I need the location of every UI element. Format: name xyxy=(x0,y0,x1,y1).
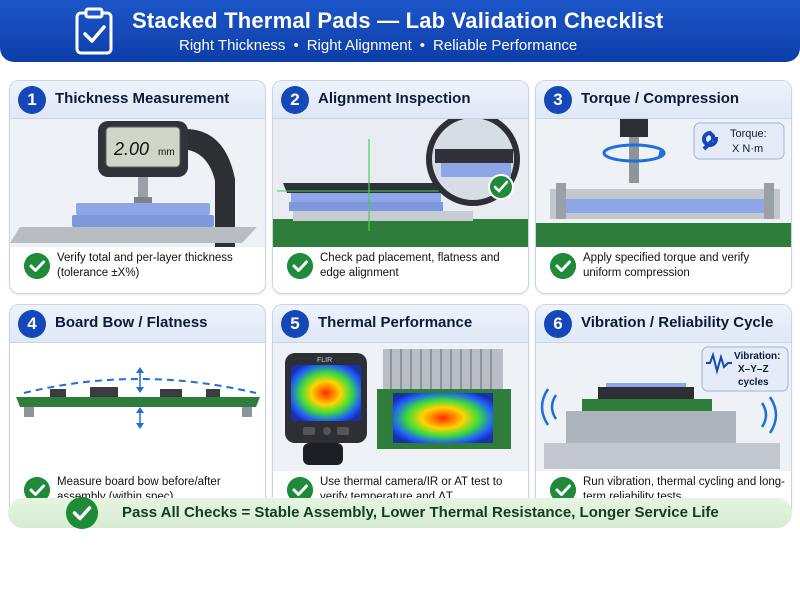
pcb-board xyxy=(273,219,528,247)
vibration-wave-right-icon xyxy=(760,396,778,434)
vibration-label: Vibration: xyxy=(734,351,780,362)
card-title: Torque / Compression xyxy=(581,90,740,107)
gauge-reading: 2.00 xyxy=(113,139,149,159)
footer-text: Pass All Checks = Stable Assembly, Lower… xyxy=(122,504,719,521)
bullet-dot: • xyxy=(293,37,299,54)
card-title: Vibration / Reliability Cycle xyxy=(581,314,774,331)
heatsink-fins xyxy=(383,349,503,389)
gauge-display xyxy=(105,126,181,168)
page-subtitle: Right Thickness • Right Alignment • Reli… xyxy=(179,37,577,54)
vibration-callout xyxy=(701,346,789,392)
card-alignment-inspection: 2 Alignment Inspection Check pad placeme… xyxy=(272,80,529,294)
gauge-arm xyxy=(182,129,235,247)
card-title: Thickness Measurement xyxy=(55,90,230,107)
vibration-illustration: Vibration: X–Y–Z cycles xyxy=(536,343,791,471)
camera-screen xyxy=(291,365,361,421)
thermal-pad-upper xyxy=(291,193,441,202)
board-bow-illustration xyxy=(10,343,265,471)
check-icon xyxy=(66,497,98,529)
step-number: 6 xyxy=(544,310,572,338)
card-thermal-performance: 5 Thermal Performance FLIR xyxy=(272,304,529,518)
base-heatsink xyxy=(293,211,473,221)
header-banner: Stacked Thermal Pads — Lab Validation Ch… xyxy=(0,0,800,62)
card-vibration-reliability: 6 Vibration / Reliability Cycle Vibratio… xyxy=(535,304,792,518)
waveform-icon xyxy=(706,351,732,375)
vibration-wave-left-icon xyxy=(540,388,558,426)
thermal-pad-bottom xyxy=(72,215,214,227)
card-title: Alignment Inspection xyxy=(318,90,471,107)
bow-curve xyxy=(23,378,257,394)
card-description: Apply specified torque and verify unifor… xyxy=(583,252,750,279)
torque-callout xyxy=(693,122,785,160)
step-number: 5 xyxy=(281,310,309,338)
torque-value: X N·m xyxy=(732,143,763,155)
check-icon xyxy=(24,477,50,503)
gauge-unit: mm xyxy=(158,147,175,158)
gauge-foot xyxy=(134,197,152,203)
clipboard-check-icon xyxy=(75,7,113,55)
card-board-bow-flatness: 4 Board Bow / Flatness Measure board bow… xyxy=(9,304,266,518)
gauge-stem xyxy=(138,177,148,197)
thermal-pad-lower xyxy=(289,202,443,211)
step-number: 4 xyxy=(18,310,46,338)
heatsink-cover xyxy=(598,387,694,399)
caliper-gauge-illustration: 2.00 mm xyxy=(10,119,265,247)
pcb-board xyxy=(582,399,712,411)
torque-driver xyxy=(620,119,648,137)
step-number: 2 xyxy=(281,86,309,114)
subtitle-item: Reliable Performance xyxy=(433,37,578,54)
vibration-axes: X–Y–Z xyxy=(738,364,769,375)
torque-label: Torque: xyxy=(730,128,767,140)
magnified-pad xyxy=(441,163,511,177)
card-torque-compression: 3 Torque / Compression Torque: X N·m App… xyxy=(535,80,792,294)
card-title: Board Bow / Flatness xyxy=(55,314,208,331)
check-icon xyxy=(287,253,313,279)
card-title: Thermal Performance xyxy=(318,314,473,331)
base-plate xyxy=(10,227,257,243)
alignment-illustration xyxy=(273,119,528,247)
camera-brand-label: FLIR xyxy=(317,357,332,364)
compressed-pad xyxy=(566,199,764,213)
card-header: 3 Torque / Compression xyxy=(536,81,791,119)
heat-map xyxy=(393,393,493,443)
torque-illustration: Torque: X N·m xyxy=(536,119,791,247)
page-title: Stacked Thermal Pads — Lab Validation Ch… xyxy=(132,8,664,33)
vibration-cycles: cycles xyxy=(738,377,769,388)
subtitle-item: Right Thickness xyxy=(179,37,286,54)
card-header: 1 Thickness Measurement xyxy=(10,81,265,119)
subtitle-item: Right Alignment xyxy=(306,37,412,54)
card-thickness-measurement: 1 Thickness Measurement 2.00 mm Verify t… xyxy=(9,80,266,294)
step-number: 3 xyxy=(544,86,572,114)
wrench-icon xyxy=(702,130,719,151)
shaker-table xyxy=(544,443,780,469)
pcb-board xyxy=(536,223,791,247)
card-description: Verify total and per-layer thickness (to… xyxy=(57,252,233,279)
magnified-cover xyxy=(435,149,513,163)
bullet-dot: • xyxy=(419,37,426,54)
footer-banner: Pass All Checks = Stable Assembly, Lower… xyxy=(8,497,792,529)
step-number: 1 xyxy=(18,86,46,114)
thermal-pad xyxy=(606,383,686,387)
card-header: 4 Board Bow / Flatness xyxy=(10,305,265,343)
card-header: 2 Alignment Inspection xyxy=(273,81,528,119)
pcb-board xyxy=(16,397,260,407)
test-fixture xyxy=(566,411,736,443)
thermal-pad-top xyxy=(76,203,210,215)
thermal-camera-illustration: FLIR xyxy=(273,343,528,471)
card-header: 6 Vibration / Reliability Cycle xyxy=(536,305,791,343)
check-icon xyxy=(24,253,50,279)
camera-handle xyxy=(303,443,343,465)
card-header: 5 Thermal Performance xyxy=(273,305,528,343)
check-icon xyxy=(550,253,576,279)
card-description: Check pad placement, flatness and edge a… xyxy=(320,252,500,279)
